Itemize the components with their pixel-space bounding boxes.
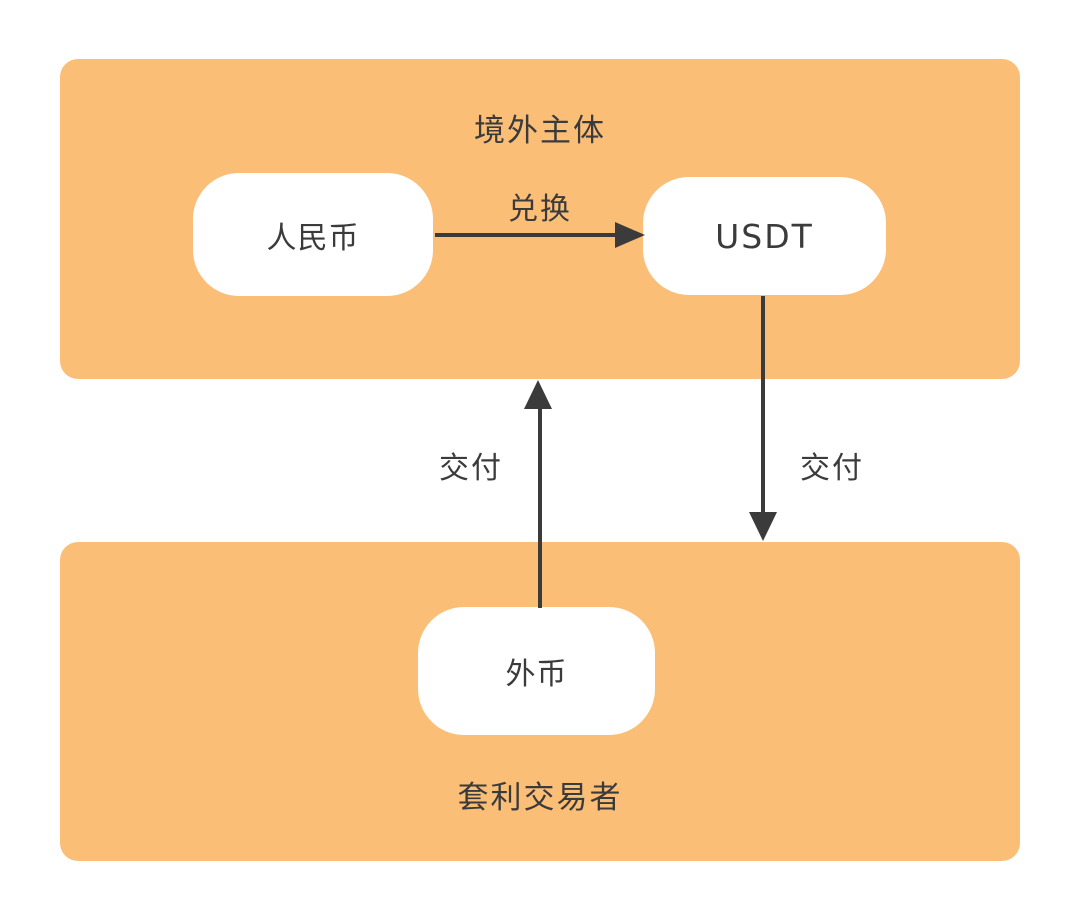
node-foreign-currency-label: 外币 <box>505 657 568 692</box>
arbitrage-trader-label: 套利交易者 <box>457 780 623 816</box>
arrowhead-right-icon <box>615 222 645 248</box>
node-usdt-label: USDT <box>715 216 814 256</box>
arrowhead-down-icon <box>749 512 777 541</box>
node-rmb-label: 人民币 <box>266 220 360 256</box>
overseas-entity-label: 境外主体 <box>474 113 606 149</box>
arrowhead-up-icon <box>524 380 552 409</box>
edge-deliver-up-line <box>538 407 542 608</box>
edge-deliver-down-label: 交付 <box>800 451 864 486</box>
edge-deliver-up-label: 交付 <box>439 451 503 486</box>
node-rmb: 人民币 <box>193 173 433 296</box>
edge-exchange-line <box>435 233 617 237</box>
edge-exchange-label: 兑换 <box>508 192 572 227</box>
node-usdt: USDT <box>643 177 886 295</box>
node-foreign-currency: 外币 <box>418 607 655 735</box>
edge-deliver-down-line <box>761 296 765 514</box>
